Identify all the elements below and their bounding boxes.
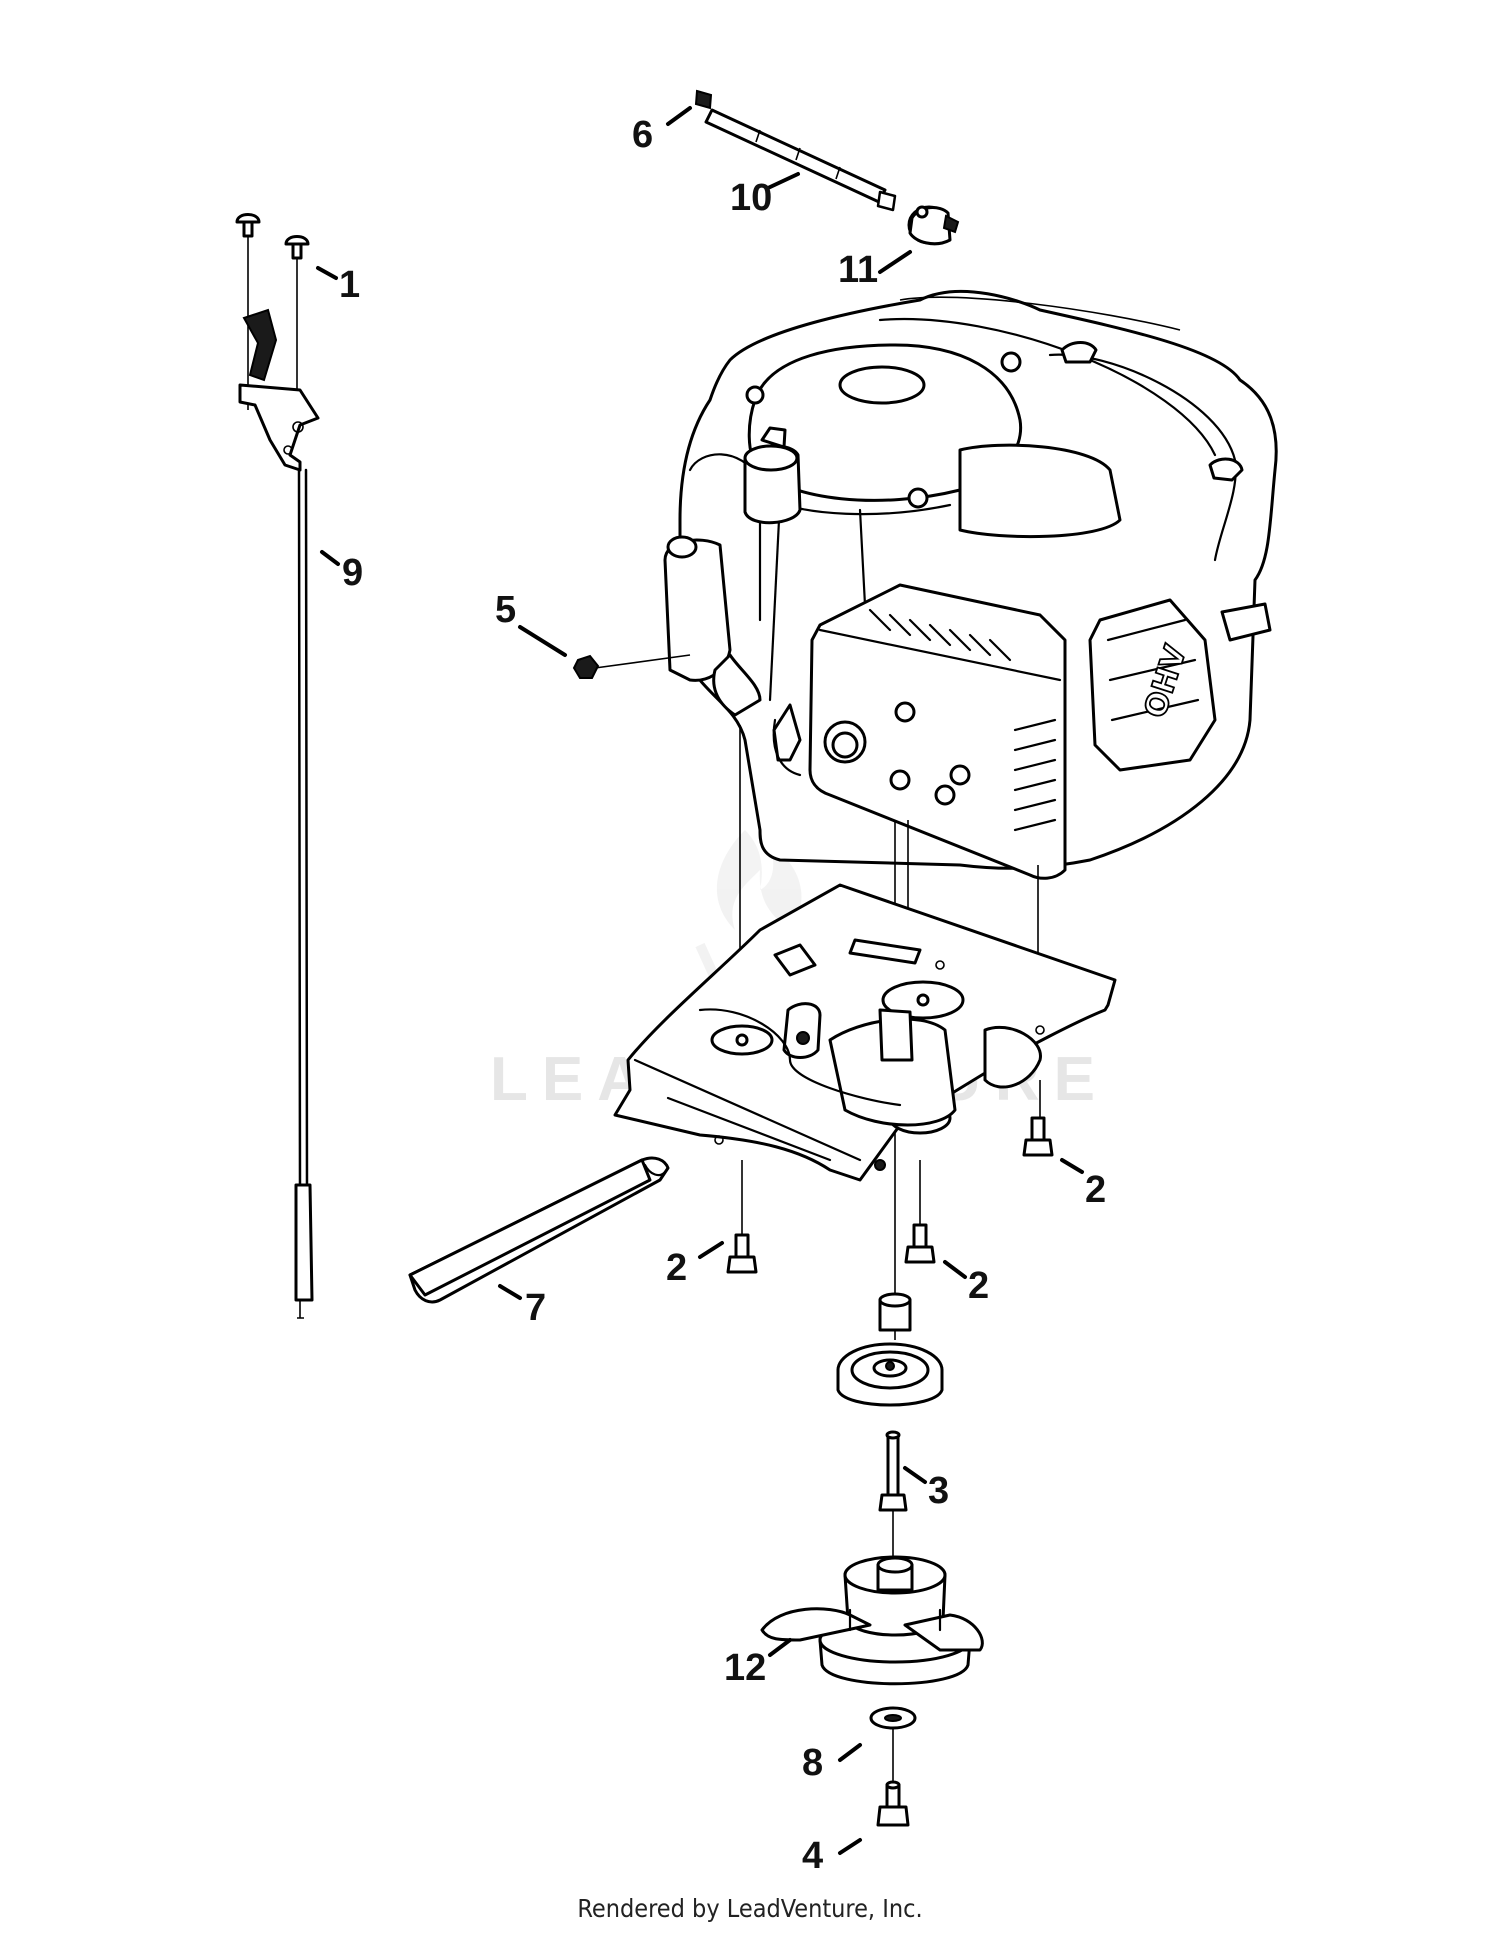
callout-leaders [316, 106, 1084, 1855]
callout-3: 3 [928, 1470, 949, 1512]
callout-labels: 1 2 2 2 3 4 5 6 7 8 9 10 11 12 [339, 114, 1106, 1877]
callout-5: 5 [495, 589, 516, 631]
pulley-bolt [878, 1430, 908, 1512]
nut [572, 654, 691, 679]
callout-7: 7 [525, 1287, 546, 1329]
footer-credit: Rendered by LeadVenture, Inc. [577, 1894, 923, 1923]
callout-2b: 2 [666, 1247, 687, 1289]
engine-shaft [694, 89, 897, 212]
callout-1: 1 [339, 264, 360, 306]
callout-11: 11 [838, 249, 878, 291]
screws [235, 213, 310, 260]
callout-10: 10 [730, 177, 772, 219]
washer [869, 1706, 917, 1730]
callout-6: 6 [632, 114, 653, 156]
engine: OHV [663, 289, 1278, 880]
callout-12: 12 [724, 1647, 766, 1689]
callout-2c: 2 [968, 1265, 989, 1307]
clutch-bolt [876, 1780, 910, 1827]
callout-8: 8 [802, 1742, 823, 1784]
bolt-right [1022, 1116, 1054, 1157]
fuel-filter [907, 205, 960, 246]
engine-mounting-plate [613, 883, 1117, 1182]
callout-2a: 2 [1085, 1169, 1106, 1211]
callout-9: 9 [342, 552, 363, 594]
bolts [726, 1116, 1054, 1274]
throttle-control-cable [238, 235, 320, 1319]
electric-pto-clutch [760, 1555, 984, 1686]
bolt-middle [904, 1223, 936, 1264]
belt-guard [408, 1156, 670, 1304]
callout-4: 4 [802, 1835, 823, 1877]
pulley-assembly [836, 1292, 944, 1407]
bolt-left [726, 1233, 758, 1274]
